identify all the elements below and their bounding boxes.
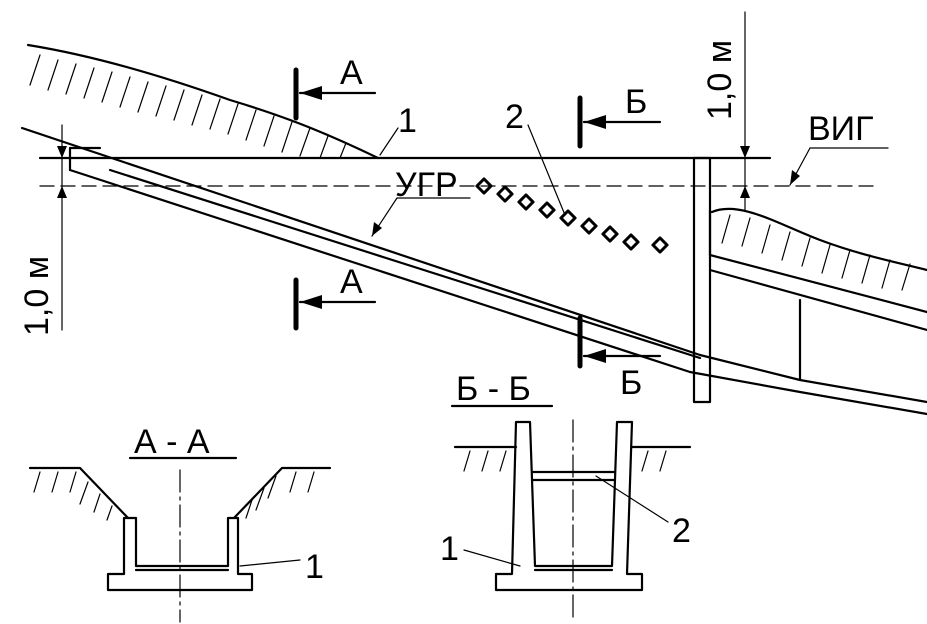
ugr-label: УГР <box>395 166 458 204</box>
vig-annotation: ВИГ <box>789 110 889 186</box>
section-b-label-bottom: Б <box>620 364 642 402</box>
callout-2-main: 2 <box>505 98 566 216</box>
callout-1-label: 1 <box>398 102 417 140</box>
callout-1-main: 1 <box>379 102 417 156</box>
section-cut-b-bottom: Б <box>577 315 662 402</box>
section-aa-title: А - А <box>134 423 210 461</box>
section-cut-b-top: Б <box>577 83 662 149</box>
section-bb-callout-1: 1 <box>440 530 459 568</box>
dimension-right: 1,0 м <box>701 11 750 211</box>
ground-surface-left <box>26 43 380 160</box>
section-bb-callout-2: 2 <box>672 512 691 550</box>
section-bb: Б - Б 1 2 <box>440 370 692 623</box>
section-b-label-top: Б <box>625 83 647 121</box>
ground-surface-right <box>710 207 927 291</box>
ugr-annotation: УГР <box>371 166 471 237</box>
section-a-label-top: А <box>340 54 363 92</box>
section-bb-title: Б - Б <box>456 370 531 408</box>
vig-label: ВИГ <box>808 110 874 148</box>
drain-pipe <box>20 126 927 416</box>
section-aa-callout-1: 1 <box>305 548 324 586</box>
section-a-label-bottom: А <box>340 263 363 301</box>
section-cut-a-bottom: А <box>293 263 377 331</box>
filter-elements <box>475 177 669 254</box>
dimension-right-label: 1,0 м <box>701 40 739 120</box>
section-cut-a-top: А <box>293 54 377 121</box>
callout-2-label: 2 <box>505 98 524 136</box>
well-wall <box>692 156 927 404</box>
section-aa: А - А 1 <box>28 423 332 623</box>
dimension-left-label: 1,0 м <box>18 256 56 336</box>
dimension-left: 1,0 м <box>18 124 67 336</box>
